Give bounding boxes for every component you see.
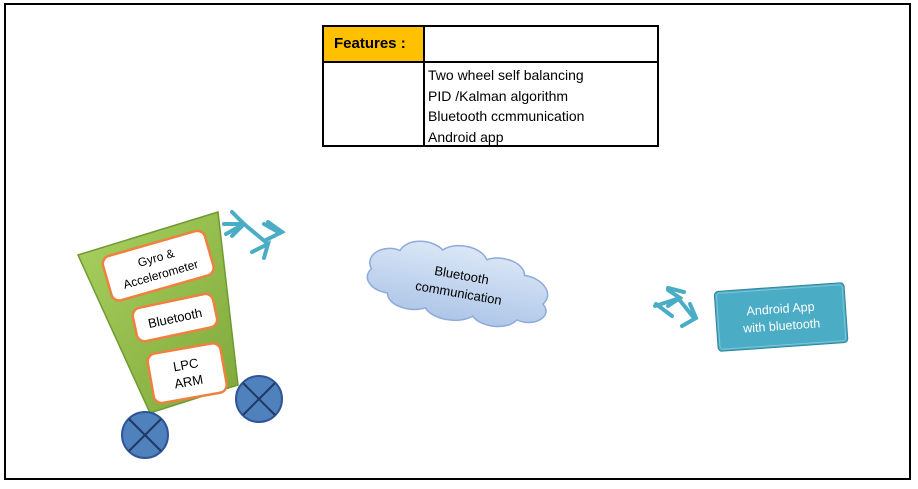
android-app-box: Android App with bluetooth (713, 282, 849, 352)
four-way-arrow-icon (653, 286, 699, 328)
features-table: Features : Two wheel self balancing PID … (322, 25, 659, 147)
app-label-line2: with bluetooth (742, 316, 821, 335)
feature-item: Two wheel self balancing (428, 67, 584, 83)
module-lpc-arm: LPC ARM (146, 342, 228, 405)
features-header-row: Features : (324, 27, 657, 63)
module-bluetooth: Bluetooth (131, 292, 219, 343)
module-lpc-label-line1: LPC (172, 355, 200, 374)
cloud-icon: Bluetooth communication (366, 240, 549, 328)
app-label-line1: Android App (746, 300, 815, 319)
features-header: Features : (324, 27, 425, 61)
module-gyro-accelerometer: Gyro & Accelerometer (101, 229, 215, 302)
four-way-arrow-icon (222, 210, 286, 260)
feature-item: Bluetooth ccmmunication (428, 108, 585, 124)
features-empty-cell (324, 63, 425, 145)
features-list: Two wheel self balancing PID /Kalman alg… (428, 65, 584, 147)
feature-item: PID /Kalman algorithm (428, 87, 569, 104)
wheel-icon (121, 411, 169, 459)
module-lpc-label-line2: ARM (173, 372, 204, 392)
feature-item: Android app (428, 128, 504, 145)
wheel-icon (235, 375, 283, 423)
